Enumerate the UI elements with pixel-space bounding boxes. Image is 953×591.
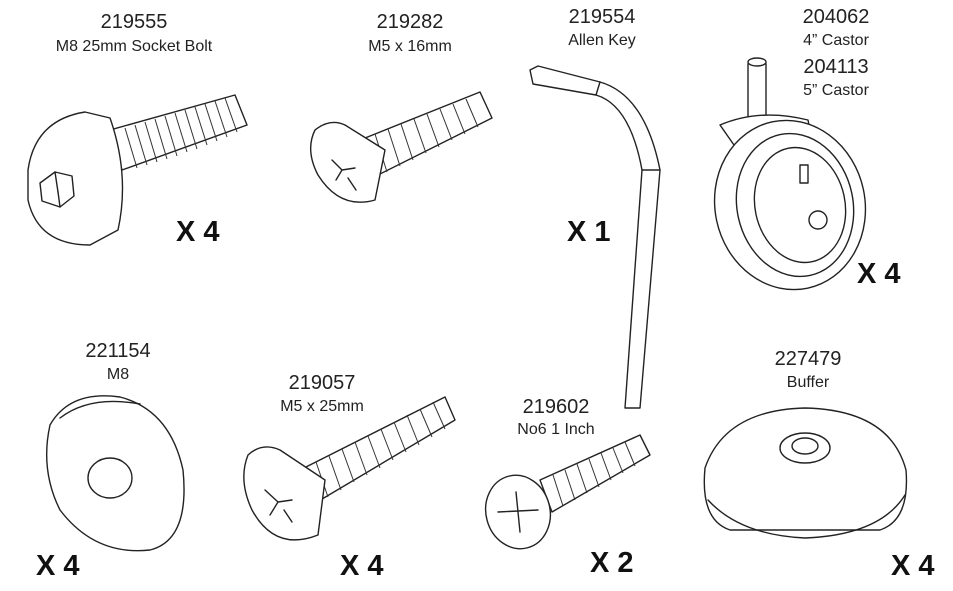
part-desc-washer: M8 <box>106 366 130 383</box>
washer-drawing <box>46 395 185 552</box>
qty-allen: X 1 <box>567 216 611 248</box>
screw-16mm-drawing <box>310 91 493 203</box>
part-desc-castor5: 5” Castor <box>803 82 869 99</box>
part-code-castor4: 204062 <box>802 6 870 28</box>
part-code-screw16: 219282 <box>376 11 444 33</box>
wood-screw-drawing <box>484 434 651 550</box>
part-desc-castor4: 4” Castor <box>803 32 869 49</box>
screw-25mm-drawing <box>243 396 456 541</box>
socket-bolt-drawing <box>27 94 248 246</box>
part-code-wood: 219602 <box>522 396 590 418</box>
qty-castor: X 4 <box>857 258 901 290</box>
part-desc-bolt: M8 25mm Socket Bolt <box>55 38 213 55</box>
qty-washer: X 4 <box>36 550 80 582</box>
part-code-allen: 219554 <box>568 6 636 28</box>
castor-drawing <box>713 57 867 291</box>
part-code-screw25: 219057 <box>288 372 356 394</box>
part-desc-buffer: Buffer <box>786 374 830 391</box>
qty-screw25: X 4 <box>340 550 384 582</box>
part-desc-wood: No6 1 Inch <box>517 421 595 438</box>
buffer-drawing <box>703 407 908 539</box>
part-code-bolt: 219555 <box>100 11 168 33</box>
qty-wood: X 2 <box>590 547 634 579</box>
part-code-castor5: 204113 <box>803 56 869 78</box>
part-desc-screw25: M5 x 25mm <box>280 398 364 415</box>
part-desc-screw16: M5 x 16mm <box>368 38 452 55</box>
part-desc-allen: Allen Key <box>568 32 636 49</box>
qty-bolt: X 4 <box>176 216 220 248</box>
part-code-buffer: 227479 <box>774 348 842 370</box>
qty-buffer: X 4 <box>891 550 935 582</box>
allen-key-drawing <box>529 65 661 409</box>
part-code-washer: 221154 <box>85 340 151 362</box>
